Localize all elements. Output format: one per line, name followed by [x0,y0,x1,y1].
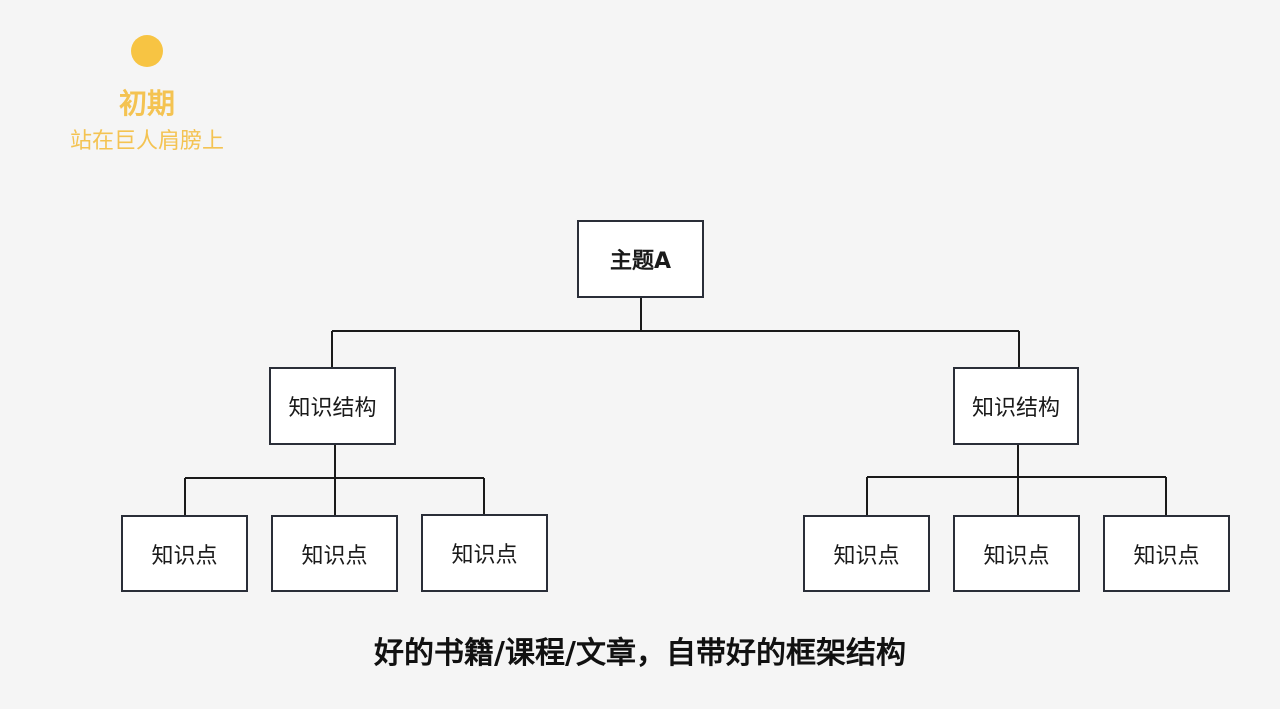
root-node: 主题A [577,220,704,298]
branch-node-1: 知识结构 [269,367,396,445]
connector-root-branches [331,297,1020,368]
connector-branch-2-leaves [866,444,1167,516]
stage-dot-icon [131,35,163,67]
leaf-node-1-2: 知识点 [271,515,398,592]
leaf-node-2-1: 知识点 [803,515,930,592]
leaf-node-2-2: 知识点 [953,515,1080,592]
caption-text: 好的书籍/课程/文章，自带好的框架结构 [374,636,906,671]
connector-branch-1-leaves [184,444,485,516]
stage-title: 初期 [118,87,175,120]
leaf-node-2-3: 知识点 [1103,515,1230,592]
leaf-node-1-3: 知识点 [421,514,548,592]
branch-node-2: 知识结构 [953,367,1079,445]
stage-subtitle: 站在巨人肩膀上 [69,129,224,154]
leaf-node-1-1: 知识点 [121,515,248,592]
